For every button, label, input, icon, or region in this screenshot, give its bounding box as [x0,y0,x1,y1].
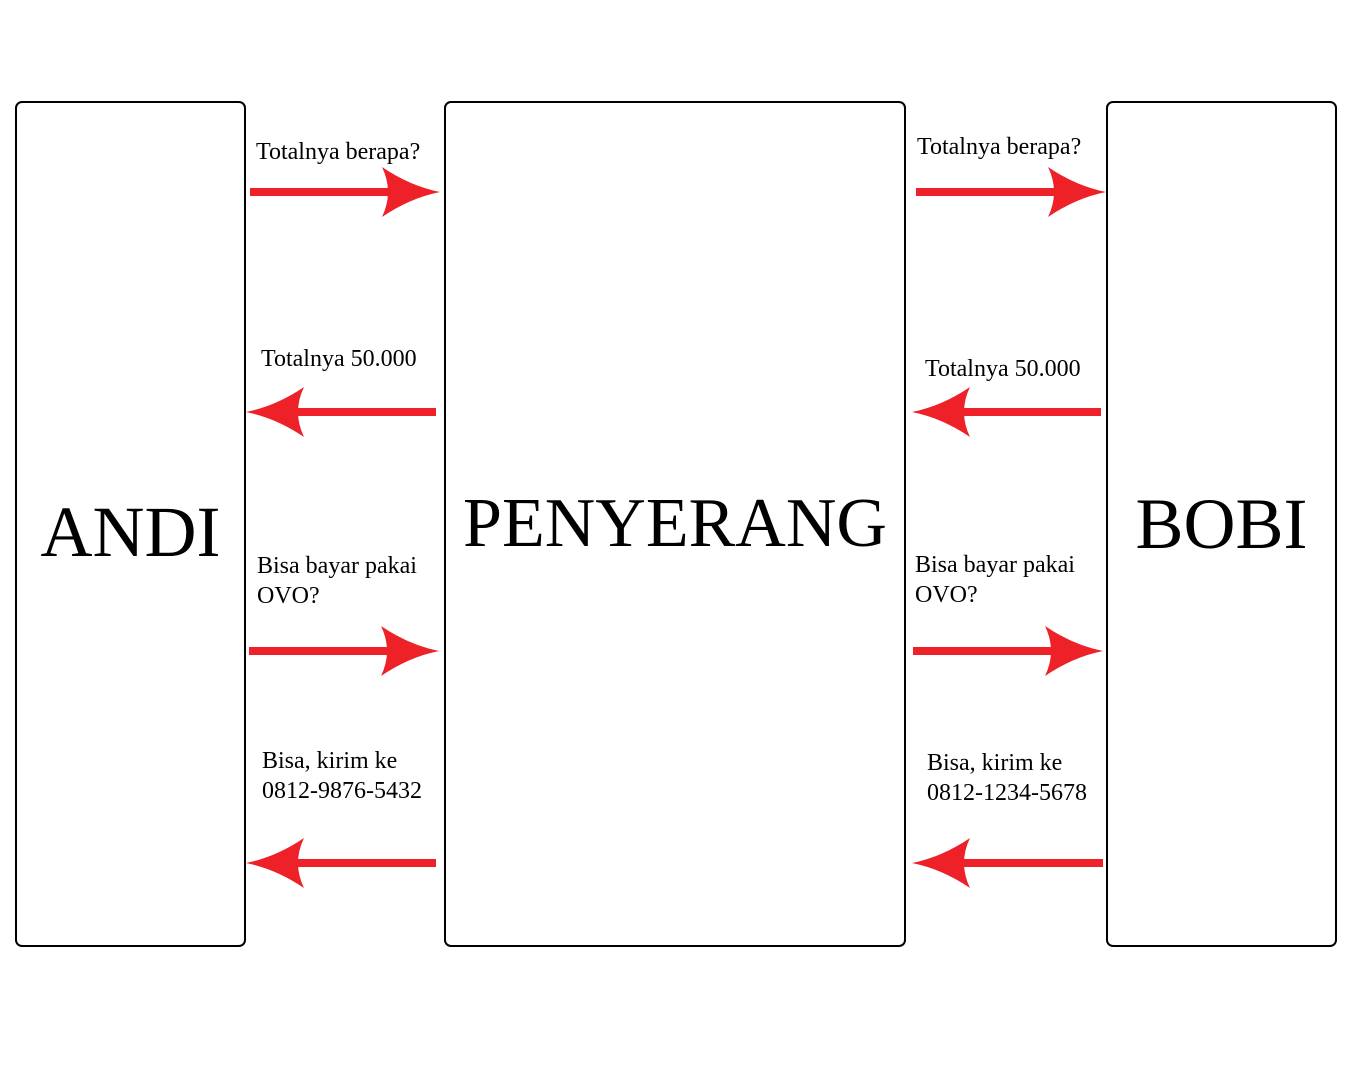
arrow-head-right-icon [1048,167,1106,217]
arrow-head-left-icon [246,387,304,437]
message-line: 0812-9876-5432 [262,778,422,804]
messages-left-arrow-4 [246,838,436,888]
message-left-3: Bisa bayar pakai OVO? [257,551,417,611]
arrow-head-right-icon [381,626,439,676]
message-right-1: Totalnya berapa? [917,132,1081,162]
message-line: Totalnya 50.000 [261,346,417,372]
message-line: 0812-1234-5678 [927,780,1087,806]
messages-left-arrow-1 [250,167,440,217]
arrow-shaft [916,188,1062,196]
messages-left-arrow-3 [249,626,439,676]
messages-right-arrow-4 [912,838,1103,888]
arrow-head-left-icon [912,387,970,437]
message-left-1: Totalnya berapa? [256,137,420,167]
arrow-head-right-icon [382,167,440,217]
messages-right-arrow-3 [913,626,1103,676]
arrow-head-right-icon [1045,626,1103,676]
messages-right-arrow-1 [916,167,1106,217]
actor-box-penyerang: PENYERANG [444,101,906,947]
message-right-4: Bisa, kirim ke 0812-1234-5678 [927,748,1087,808]
arrow-shaft [956,408,1101,416]
arrow-shaft [913,647,1059,655]
arrow-shaft [290,859,436,867]
message-line: Bisa, kirim ke [262,748,398,774]
messages-left-arrow-2 [246,387,436,437]
message-line: OVO? [257,583,320,609]
arrow-shaft [290,408,436,416]
message-right-3: Bisa bayar pakai OVO? [915,550,1075,610]
messages-right-arrow-2 [912,387,1101,437]
actor-box-bobi: BOBI [1106,101,1337,947]
message-line: Bisa bayar pakai [915,552,1075,578]
actor-box-andi: ANDI [15,101,246,947]
message-line: Totalnya berapa? [917,134,1082,160]
arrow-shaft [250,188,396,196]
arrow-shaft [249,647,395,655]
message-left-4: Bisa, kirim ke 0812-9876-5432 [262,746,422,806]
actor-label-andi: ANDI [40,492,221,572]
message-line: Totalnya berapa? [256,139,421,165]
message-line: Totalnya 50.000 [925,356,1081,382]
arrow-shaft [956,859,1103,867]
arrow-head-left-icon [912,838,970,888]
actor-label-penyerang: PENYERANG [463,485,887,562]
message-line: Bisa, kirim ke [927,750,1063,776]
message-line: OVO? [915,582,978,608]
message-left-2: Totalnya 50.000 [261,344,417,374]
arrow-head-left-icon [246,838,304,888]
message-line: Bisa bayar pakai [257,553,417,579]
actor-label-bobi: BOBI [1135,484,1308,564]
message-right-2: Totalnya 50.000 [925,354,1081,384]
